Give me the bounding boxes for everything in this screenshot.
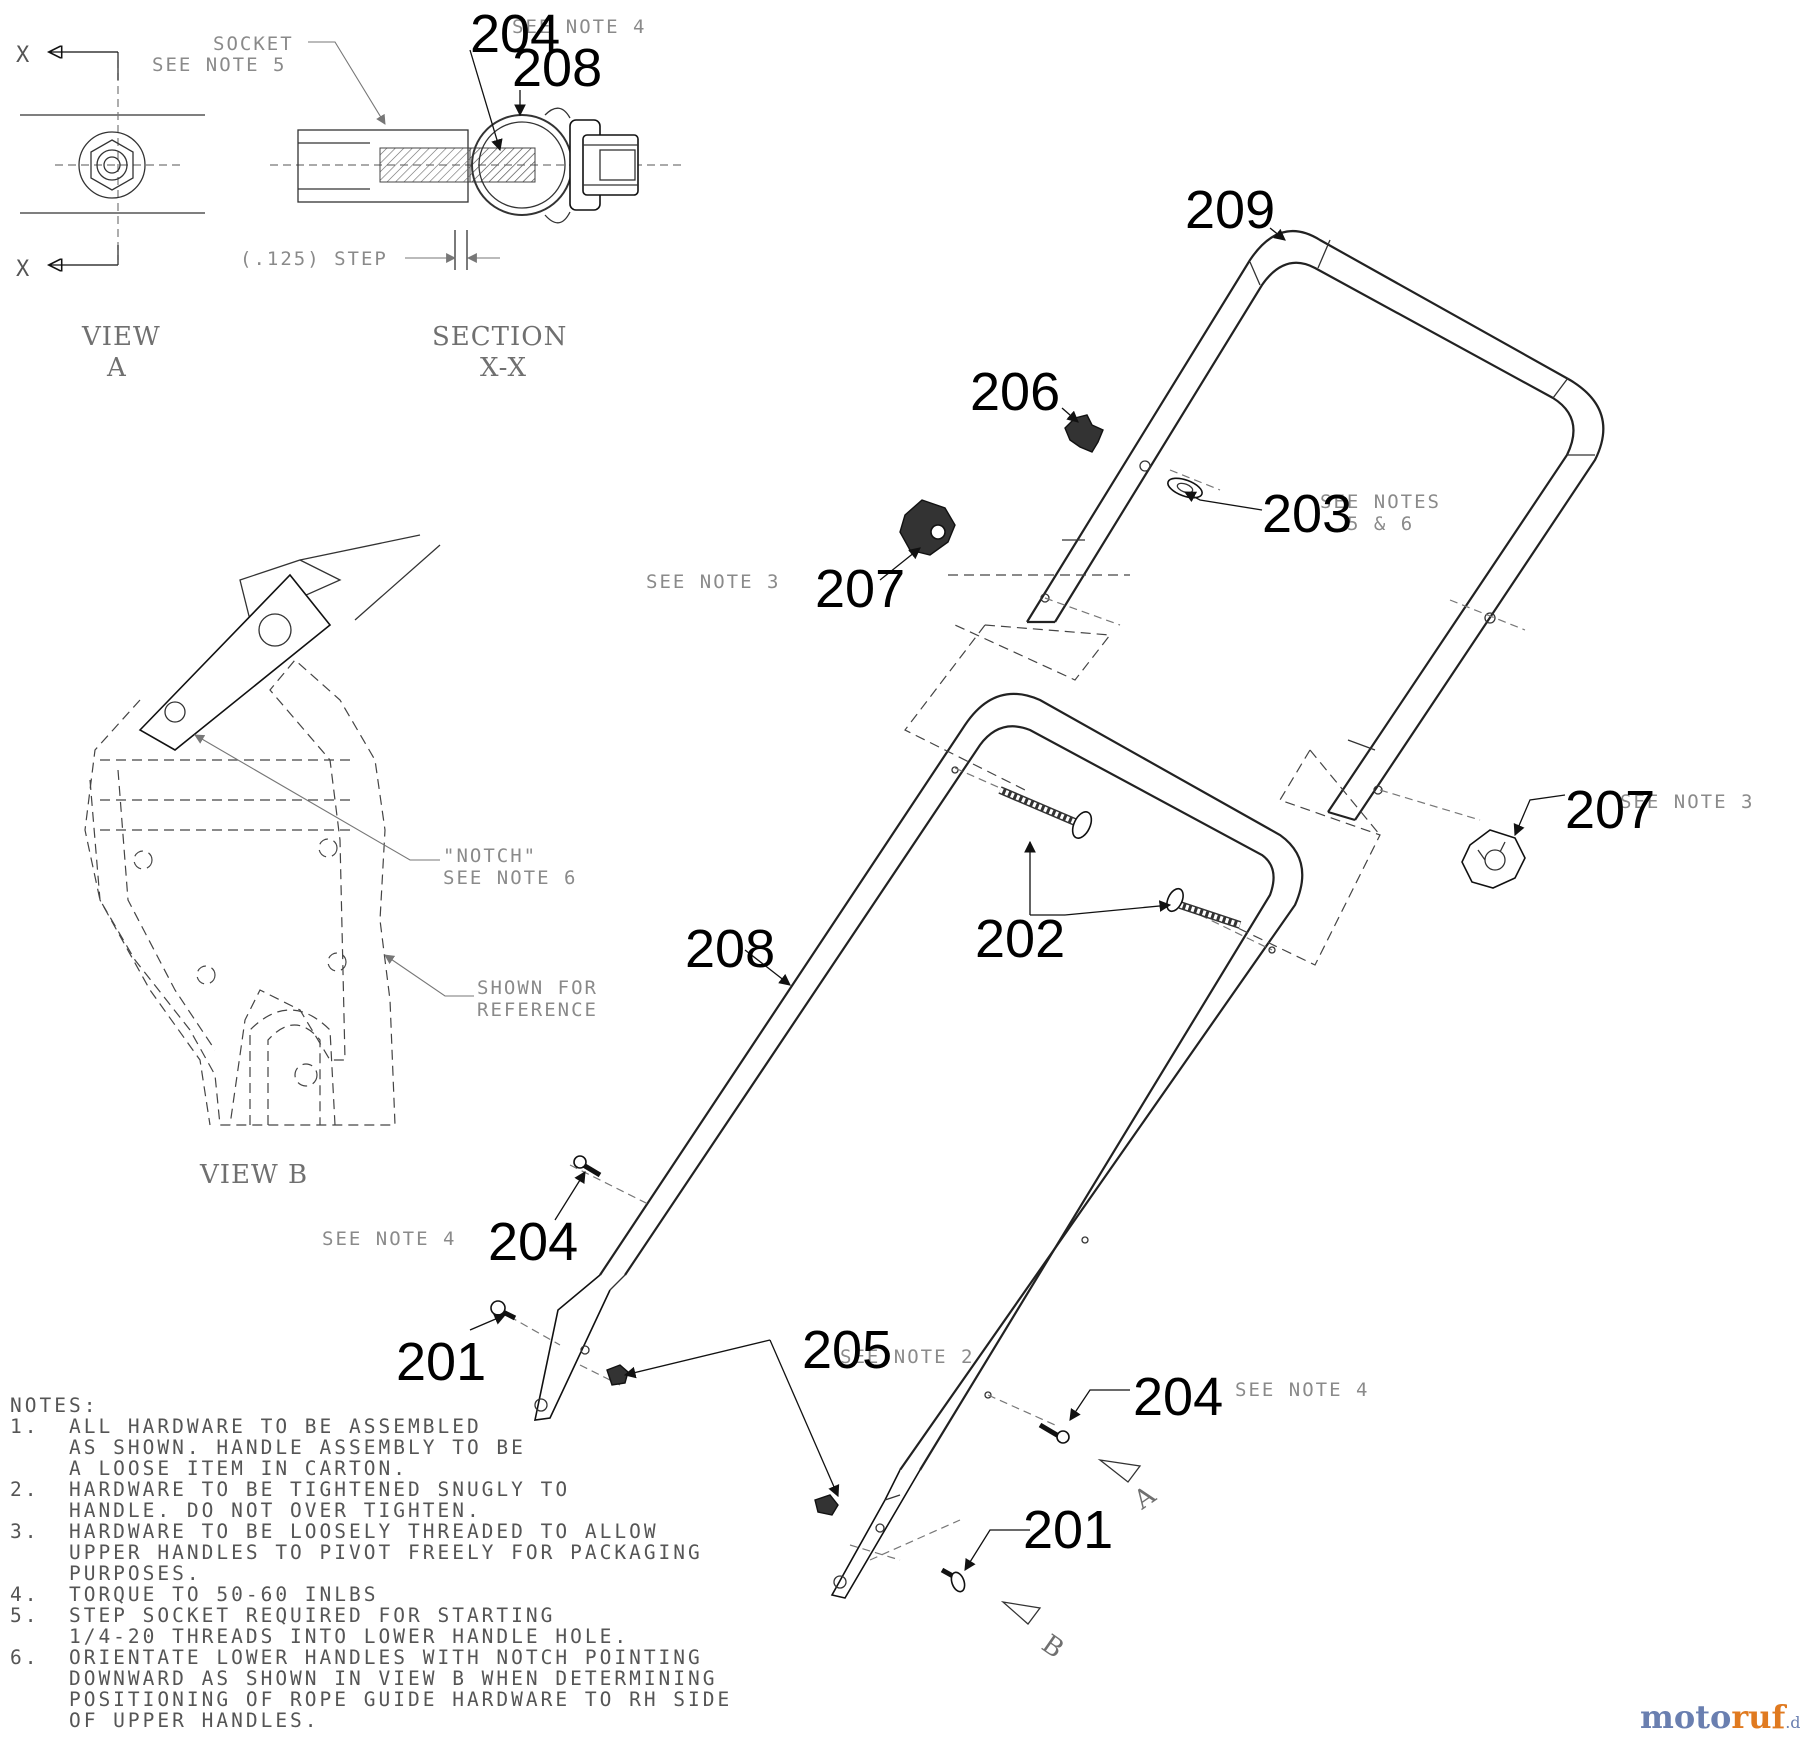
note-line: PURPOSES. (10, 1562, 202, 1585)
callout-204-right: 204 (1133, 1367, 1223, 1427)
wingnut-205-left (606, 1364, 629, 1386)
x-label-bottom: X (16, 257, 31, 282)
callout-202: 202 (975, 909, 1065, 969)
wingnut-205-right (814, 1494, 839, 1516)
view-b-title: VIEW B (199, 1160, 308, 1190)
callout-207-right: 207 (1565, 780, 1655, 840)
callout-205: 205 (802, 1320, 892, 1380)
bolt-202-lower (1166, 887, 1242, 929)
watermark-logo: motoruf.de (1640, 1698, 1800, 1736)
callout-208-top: 208 (512, 38, 602, 98)
see-note-4-left: SEE NOTE 4 (322, 1228, 456, 1250)
note-line: AS SHOWN. HANDLE ASSEMBLY TO BE (10, 1436, 526, 1459)
hardware-parts (490, 414, 1526, 1593)
callout-207-left: 207 (815, 559, 905, 619)
knob-207-right (1461, 829, 1526, 889)
callout-206: 206 (970, 362, 1060, 422)
callout-209: 209 (1185, 180, 1275, 240)
callout-numbers: 209 206 203 207 207 208 202 204 201 205 … (396, 180, 1655, 1560)
view-b-detail: "NOTCH" SEE NOTE 6 SHOWN FOR REFERENCE V… (84, 534, 598, 1190)
note-line: 2. HARDWARE TO BE TIGHTENED SNUGLY TO (10, 1478, 570, 1501)
x-label-top: X (16, 43, 31, 68)
see-note-4-top: SEE NOTE 4 (512, 16, 646, 38)
step-label: (.125) STEP (240, 248, 388, 270)
note-line: HANDLE. DO NOT OVER TIGHTEN. (10, 1499, 482, 1522)
view-arrow-b: B (1036, 1629, 1070, 1665)
socket-label: SOCKET (213, 33, 294, 55)
see-note-2: SEE NOTE 2 (840, 1346, 974, 1368)
section-x-x-detail: (.125) STEP SOCKET SEE NOTE 5 SEE NOTE 4… (152, 4, 685, 383)
note-line: 1. ALL HARDWARE TO BE ASSEMBLED (10, 1415, 482, 1438)
callout-203: 203 (1262, 484, 1352, 544)
note-line: DOWNWARD AS SHOWN IN VIEW B WHEN DETERMI… (10, 1667, 718, 1690)
section-letter: X-X (480, 353, 527, 383)
notes-heading: NOTES: (10, 1394, 98, 1417)
note-line: 1/4-20 THREADS INTO LOWER HANDLE HOLE. (10, 1625, 629, 1648)
view-a-letter: A (106, 353, 127, 383)
view-a-title: VIEW (81, 322, 161, 352)
star-knob-206 (1064, 414, 1104, 453)
notes-block: NOTES: 1. ALL HARDWARE TO BE ASSEMBLED A… (10, 1394, 732, 1732)
callout-leaders (469, 227, 1566, 1571)
notch-label: "NOTCH" (443, 845, 537, 867)
rope-guide-203 (1167, 477, 1203, 499)
notch-note: SEE NOTE 6 (443, 867, 577, 889)
note-line: 5. STEP SOCKET REQUIRED FOR STARTING (10, 1604, 555, 1627)
shown-for-label: SHOWN FOR (477, 977, 598, 999)
svg-text:motoruf.de: motoruf.de (1640, 1698, 1800, 1736)
socket-note: SEE NOTE 5 (152, 54, 286, 76)
view-a-detail: X X VIEW A (16, 43, 205, 383)
note-line: OF UPPER HANDLES. (10, 1709, 320, 1732)
bolt-202-upper (998, 786, 1093, 839)
note-line: 4. TORQUE TO 50-60 INLBS (10, 1583, 379, 1606)
watermark-part2: ruf (1731, 1698, 1787, 1736)
screw-204-left (573, 1155, 602, 1178)
see-note-3-left: SEE NOTE 3 (646, 571, 780, 593)
callout-208-mid: 208 (685, 919, 775, 979)
note-line: 3. HARDWARE TO BE LOOSELY THREADED TO AL… (10, 1520, 659, 1543)
see-notes-5-6-numbers: 5 & 6 (1347, 513, 1414, 535)
note-line: POSITIONING OF ROPE GUIDE HARDWARE TO RH… (10, 1688, 732, 1711)
callout-201-left: 201 (396, 1332, 486, 1392)
knob-207-left (899, 499, 956, 556)
section-title: SECTION (432, 322, 567, 352)
screw-204-right (1038, 1422, 1070, 1444)
see-note-4-right: SEE NOTE 4 (1235, 1379, 1369, 1401)
callout-204-left: 204 (488, 1212, 578, 1272)
upper-handle-209 (1026, 230, 1605, 822)
view-arrows: A B (1000, 1458, 1162, 1665)
view-arrow-a: A (1128, 1480, 1162, 1517)
note-line: UPPER HANDLES TO PIVOT FREELY FOR PACKAG… (10, 1541, 703, 1564)
bolt-201-right (940, 1567, 966, 1593)
note-line: A LOOSE ITEM IN CARTON. (10, 1457, 408, 1480)
reference-notes: SEE NOTES 5 & 6 SEE NOTE 3 SEE NOTE 3 SE… (322, 491, 1754, 1401)
see-note-3-right: SEE NOTE 3 (1620, 791, 1754, 813)
callout-204-top: 204 (470, 4, 560, 64)
watermark-part3: .de (1785, 1713, 1800, 1732)
lower-handle-208 (533, 692, 1304, 1599)
watermark-part1: moto (1640, 1698, 1731, 1736)
see-notes-5-6: SEE NOTES (1320, 491, 1441, 513)
callout-201-right: 201 (1023, 1500, 1113, 1560)
note-line: 6. ORIENTATE LOWER HANDLES WITH NOTCH PO… (10, 1646, 703, 1669)
reference-label: REFERENCE (477, 999, 598, 1021)
